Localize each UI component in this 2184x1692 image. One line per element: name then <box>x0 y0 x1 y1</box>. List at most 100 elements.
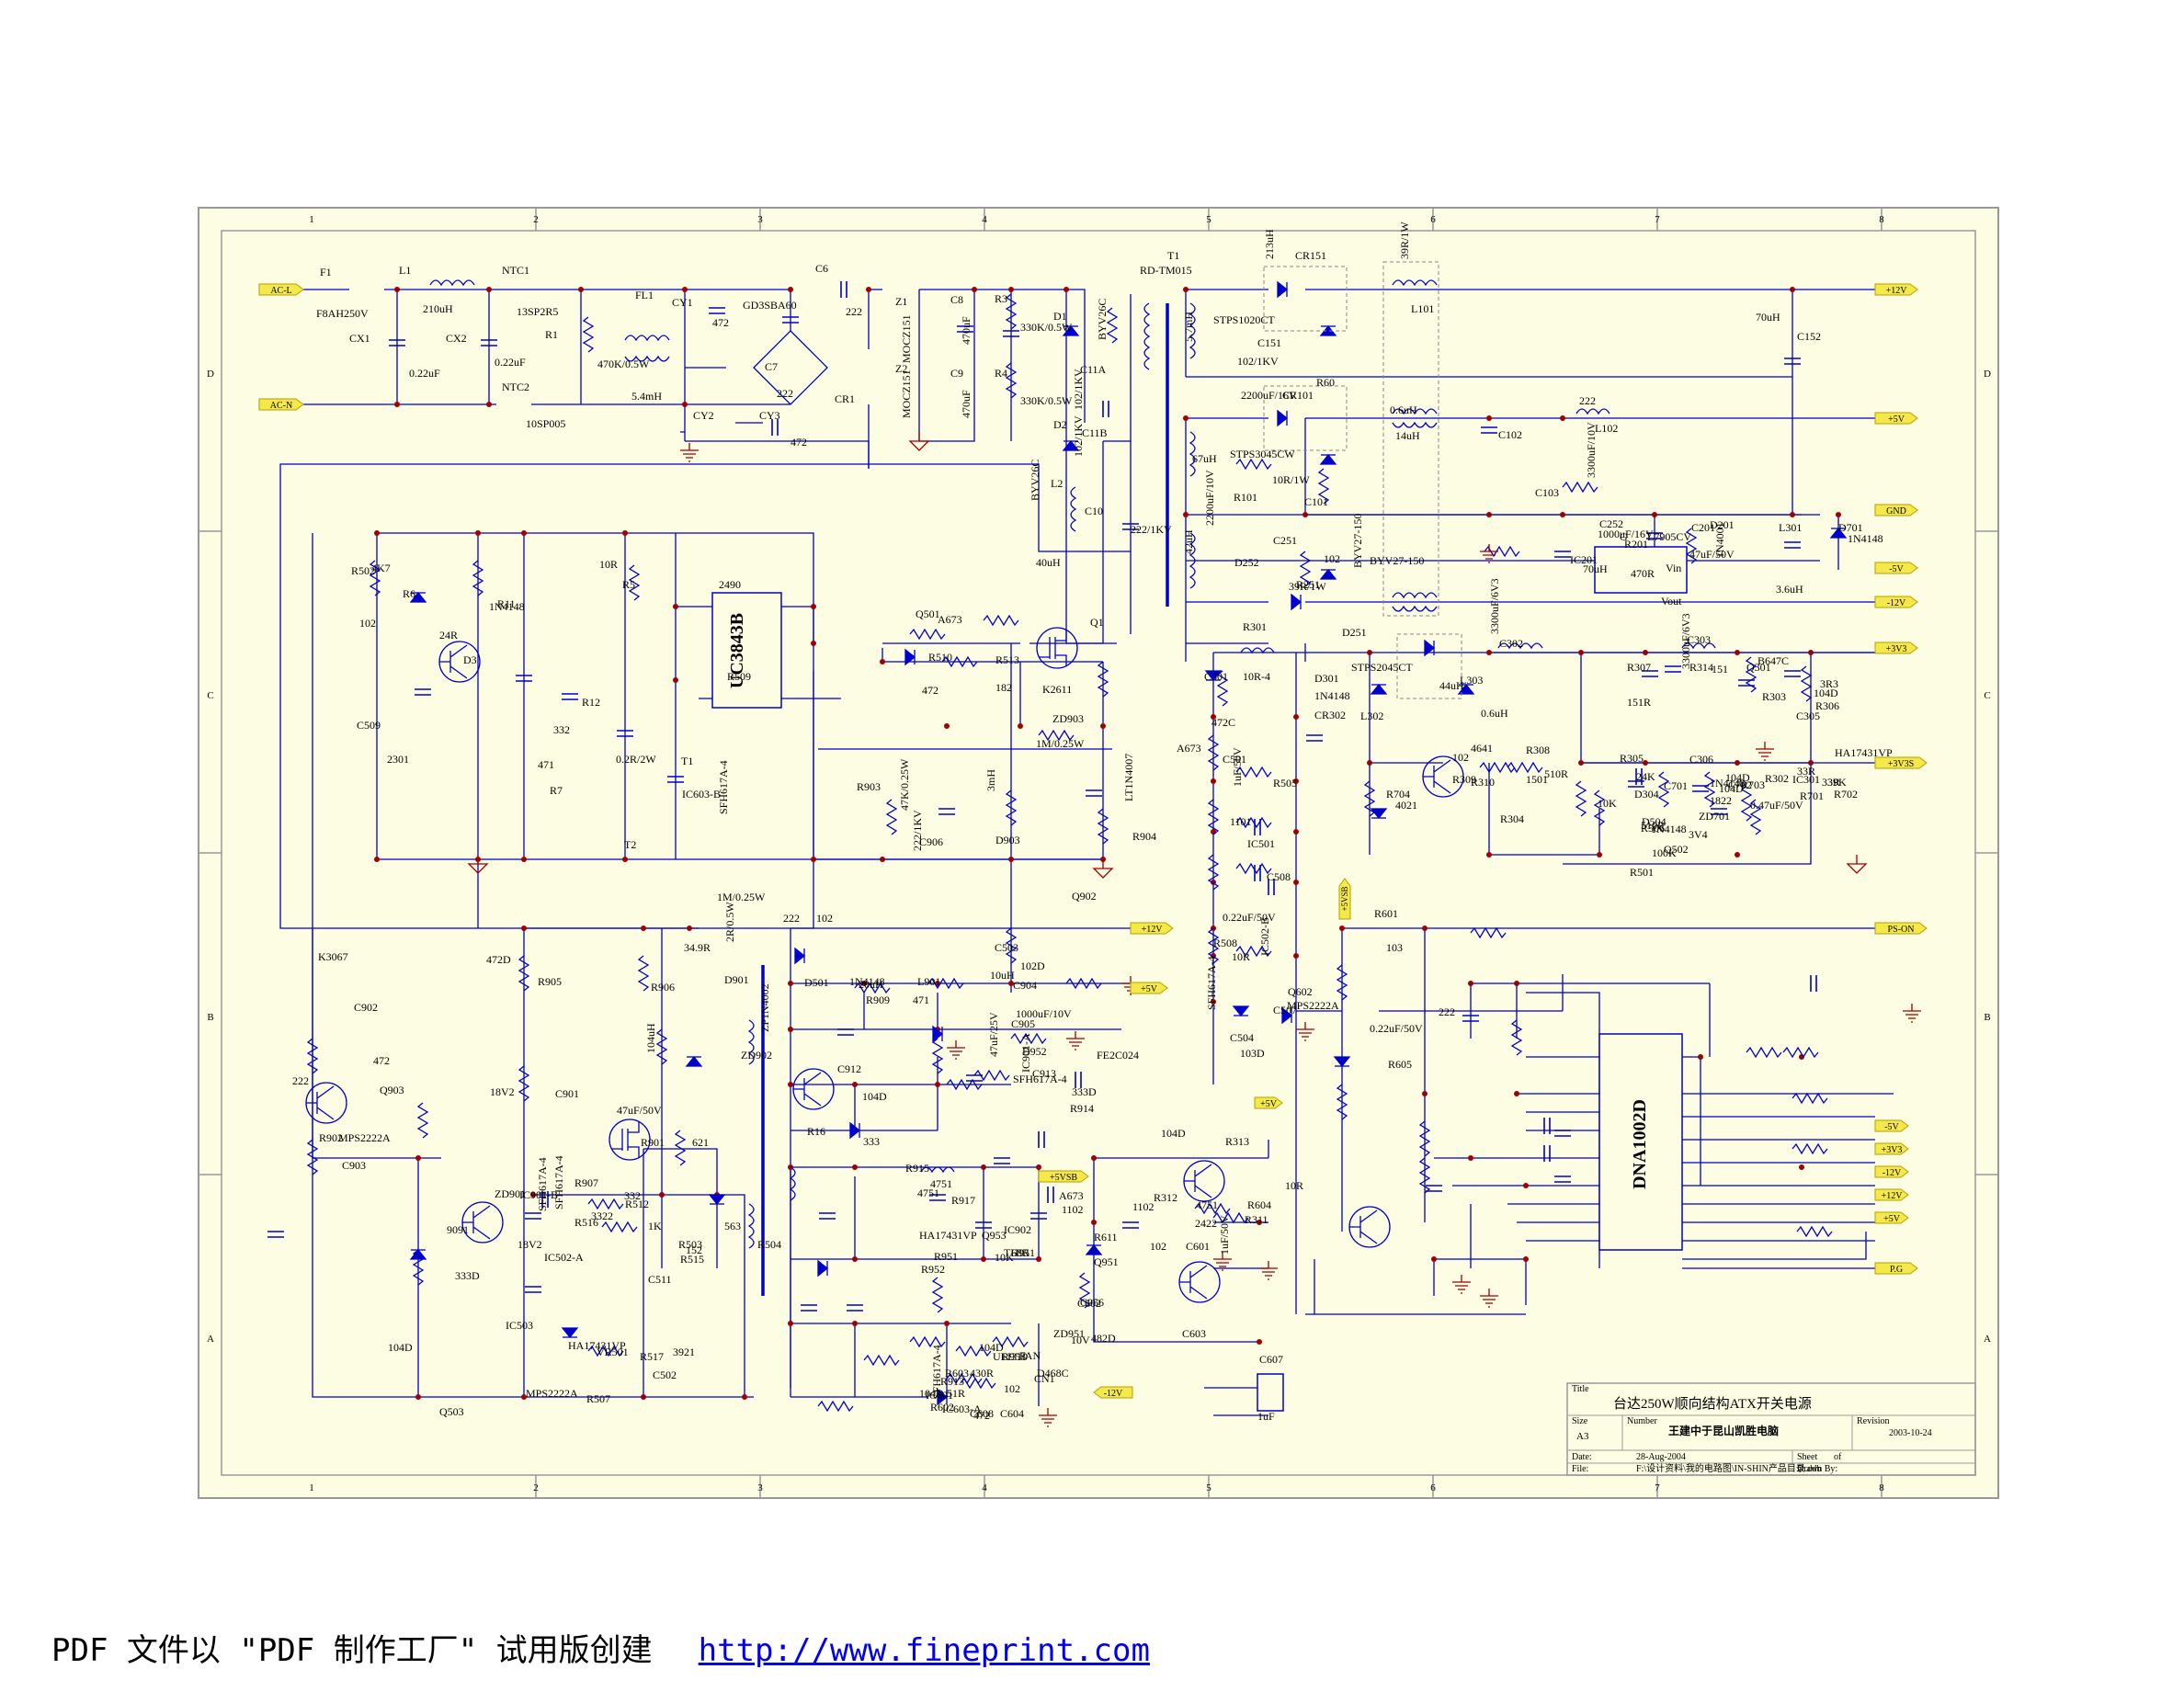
component-label: 222 <box>1579 394 1596 407</box>
component-label: R953 <box>1002 1350 1026 1363</box>
component-label: 1M/0.25W <box>717 891 766 903</box>
component-label: 39K <box>1827 776 1847 789</box>
component-label: MPS2222A <box>526 1387 578 1400</box>
port-m12v: -12V <box>1874 596 1918 608</box>
component-label: 332 <box>553 723 570 736</box>
component-label: L102 <box>1595 422 1618 435</box>
component-label: R305 <box>1620 752 1644 765</box>
component-label: C912 <box>837 1062 861 1075</box>
grid-row-label: D <box>207 369 214 380</box>
component-label: F1 <box>320 266 332 278</box>
component-label: 333D <box>455 1269 480 1282</box>
component-label: Q951 <box>1094 1255 1119 1268</box>
component-label: MOCZ151 <box>900 314 913 363</box>
component-label: 104D <box>1161 1127 1186 1140</box>
component-label: C103 <box>1535 486 1559 499</box>
component-label: R603 <box>945 1367 969 1380</box>
ic-boxes <box>711 546 1688 1412</box>
component-label: C701 <box>1664 779 1688 792</box>
component-label: CX2 <box>446 332 467 345</box>
component-label: SFH617A-4 <box>536 1157 549 1211</box>
grid-col-label: 2 <box>533 214 539 225</box>
component-label: R4 <box>995 367 1007 380</box>
component-label: BYV27-150 <box>1370 554 1424 567</box>
grid-col-label: 7 <box>1655 214 1660 225</box>
size-label: Size <box>1572 1416 1588 1426</box>
component-label: C151 <box>1257 336 1281 349</box>
component-label: CY3 <box>759 409 780 422</box>
transistors <box>305 627 1464 1303</box>
component-label: R952 <box>921 1263 945 1276</box>
port-p5v_mid: +5V <box>1130 982 1168 994</box>
component-label: 10SP005 <box>526 417 565 430</box>
component-label: D251 <box>1342 626 1367 639</box>
component-label: 4021 <box>1395 799 1417 812</box>
component-label: 70uH <box>1756 311 1780 324</box>
component-label: R902 <box>319 1131 343 1144</box>
component-label: 0.6uH <box>1481 707 1508 720</box>
component-label: 39R/1W <box>1289 580 1326 593</box>
component-label: 70uH <box>1583 562 1608 575</box>
component-label: HA17431VP <box>1835 746 1893 759</box>
component-label: 102 <box>359 617 376 630</box>
component-label: 3V4 <box>1689 828 1708 841</box>
component-label: Q902 <box>1072 890 1097 903</box>
component-label: IC601 <box>926 1389 953 1402</box>
component-label: R512 <box>625 1198 649 1210</box>
component-label: C152 <box>1797 330 1821 343</box>
component-label: 1N4148 <box>1651 823 1687 835</box>
component-label: D301 <box>1314 672 1339 685</box>
component-label: C702 <box>1728 778 1752 791</box>
component-label: R304 <box>1500 812 1524 825</box>
component-label: 1N4148 <box>849 975 885 988</box>
component-label: SFH617A-4 <box>1013 1073 1067 1085</box>
component-label: MPS2222A <box>338 1131 391 1144</box>
component-label: R601 <box>1374 907 1398 920</box>
port-gnd: GND <box>1874 504 1918 517</box>
component-label: Z2 <box>895 362 907 375</box>
component-label: C607 <box>1259 1353 1283 1366</box>
component-label: 3mH <box>984 769 997 791</box>
component-label: 10V <box>1071 1334 1090 1346</box>
component-label: CY1 <box>672 296 693 309</box>
grid-col-label: 6 <box>1430 1482 1436 1493</box>
component-label: R3 <box>995 292 1007 305</box>
component-label: C302 <box>1499 637 1523 650</box>
grid-row-label: B <box>1984 1012 1990 1023</box>
component-label: R951 <box>934 1250 958 1263</box>
component-label: 0.47uF/50V <box>1750 799 1803 812</box>
port-p12v_mid: +12V <box>1130 922 1174 935</box>
component-label: 33R <box>1797 765 1815 778</box>
component-label: IC503 <box>506 1319 533 1332</box>
ic501-body <box>711 592 782 709</box>
component-label: R502 <box>351 564 375 577</box>
component-label: FE2C024 <box>1097 1049 1139 1062</box>
component-label: 102 <box>1004 1382 1020 1395</box>
component-label: L101 <box>1411 302 1434 315</box>
wires <box>279 289 1894 1416</box>
component-label: NTC2 <box>502 380 529 393</box>
component-label: L2 <box>1051 477 1063 490</box>
component-label: 222 <box>1439 1005 1455 1018</box>
component-label: 470R <box>1631 567 1655 580</box>
component-label: 104uH <box>644 1023 657 1053</box>
component-label: CR302 <box>1314 709 1346 721</box>
component-label: C9 <box>950 367 963 380</box>
component-label: 210uH <box>423 302 453 315</box>
component-label: 563 <box>724 1220 741 1232</box>
component-label: D3 <box>463 653 477 666</box>
component-label: 67uH <box>1192 452 1217 465</box>
component-label: 102 <box>1452 751 1469 764</box>
port-dna_12v: +12V <box>1874 1188 1909 1201</box>
component-label: 471 <box>913 994 929 1006</box>
component-label: L7905CV <box>1647 530 1691 543</box>
fineprint-link[interactable]: http://www.fineprint.com <box>698 1632 1150 1669</box>
component-label: 103D <box>1240 1047 1265 1060</box>
component-label: C301 <box>1204 670 1228 683</box>
component-label: Q953 <box>982 1229 1007 1242</box>
component-label: 0.2R/2W <box>616 753 656 766</box>
component-label: 222 <box>783 912 800 925</box>
component-label: 1N4148 <box>489 600 525 613</box>
